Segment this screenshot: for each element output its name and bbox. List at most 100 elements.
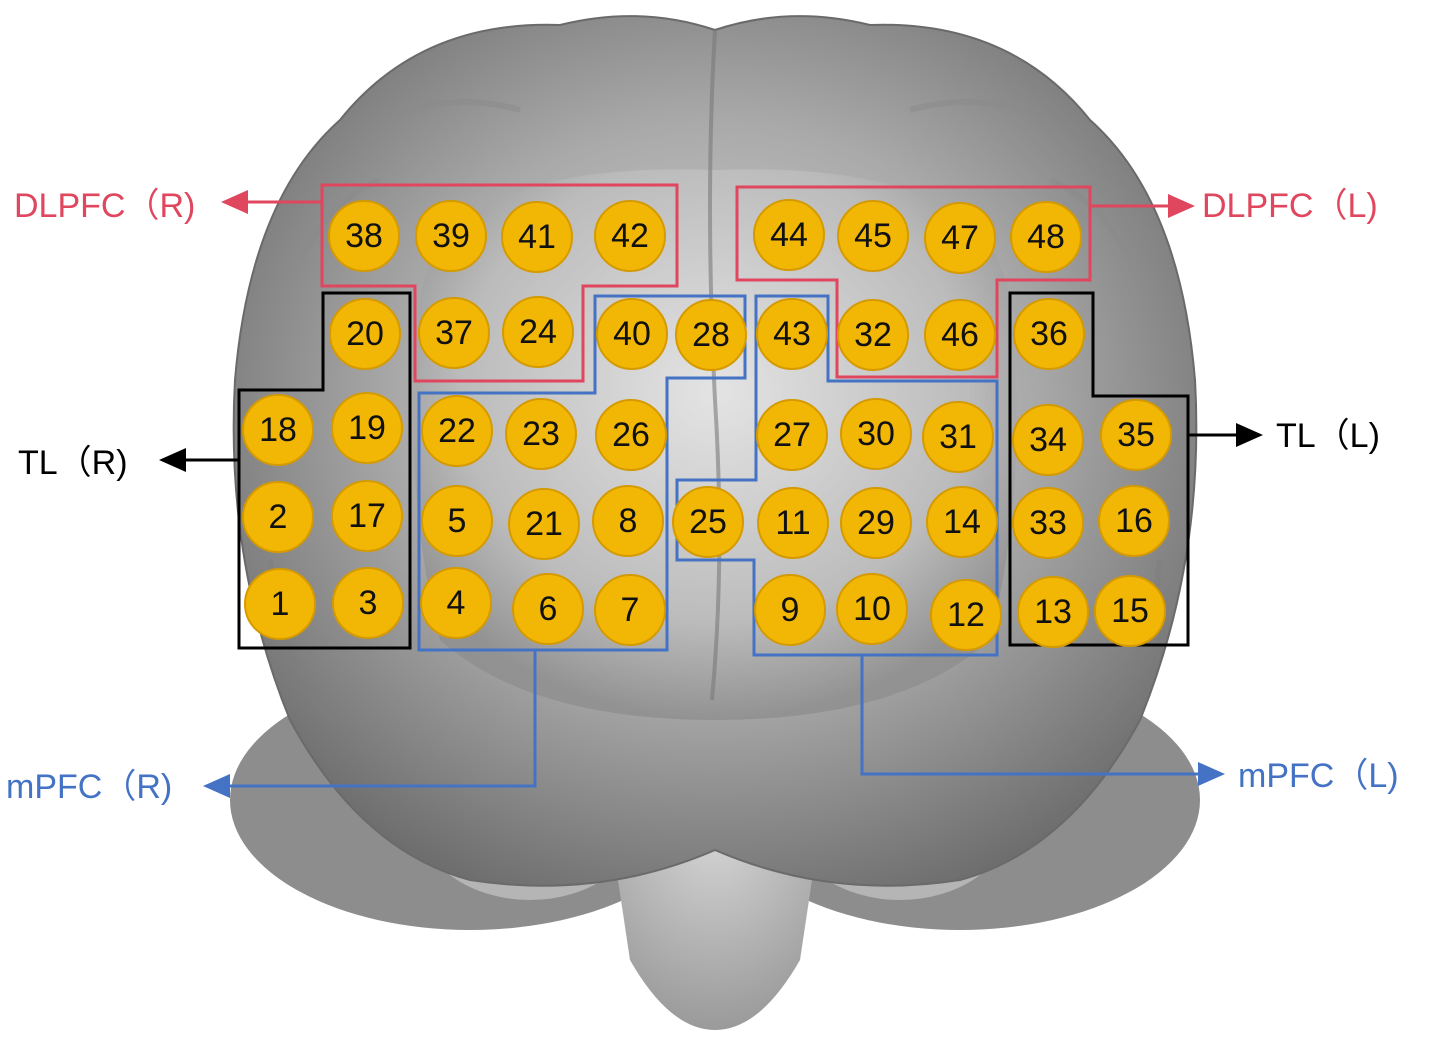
mpfc-l-label: mPFC（L) bbox=[1238, 757, 1399, 795]
channel-number: 32 bbox=[854, 316, 892, 354]
channel-33: 33 bbox=[1012, 487, 1084, 559]
channel-marker bbox=[675, 299, 747, 371]
channel-number: 30 bbox=[857, 415, 895, 453]
channel-marker bbox=[242, 394, 314, 466]
channel-number: 31 bbox=[939, 418, 977, 456]
mpfc-l-outline bbox=[675, 294, 999, 657]
channel-10: 10 bbox=[836, 573, 908, 645]
channel-number: 9 bbox=[781, 591, 800, 629]
channel-number: 20 bbox=[346, 315, 384, 353]
channel-number: 16 bbox=[1115, 502, 1153, 540]
channel-marker bbox=[840, 398, 912, 470]
channel-3: 3 bbox=[332, 567, 404, 639]
channel-marker bbox=[512, 573, 584, 645]
channel-25: 25 bbox=[672, 486, 744, 558]
channel-number: 43 bbox=[773, 315, 811, 353]
channel-marker bbox=[1012, 487, 1084, 559]
channel-15: 15 bbox=[1094, 575, 1166, 647]
channel-marker bbox=[421, 395, 493, 467]
channel-36: 36 bbox=[1013, 298, 1085, 370]
channel-marker bbox=[331, 392, 403, 464]
channel-45: 45 bbox=[837, 200, 909, 272]
channel-23: 23 bbox=[505, 398, 577, 470]
channel-42: 42 bbox=[594, 200, 666, 272]
channel-marker bbox=[1017, 576, 1089, 648]
channel-8: 8 bbox=[592, 485, 664, 557]
channel-marker bbox=[329, 298, 401, 370]
channel-number: 33 bbox=[1029, 504, 1067, 542]
channel-number: 44 bbox=[770, 216, 808, 254]
tl-l-outline bbox=[1008, 291, 1190, 647]
channel-17: 17 bbox=[331, 480, 403, 552]
channel-number: 41 bbox=[518, 218, 556, 256]
channel-46: 46 bbox=[924, 299, 996, 371]
channel-number: 28 bbox=[692, 316, 730, 354]
channel-number: 47 bbox=[941, 219, 979, 257]
channel-16: 16 bbox=[1098, 485, 1170, 557]
dlpfc-l-label: DLPFC（L) bbox=[1202, 187, 1378, 225]
channel-number: 2 bbox=[269, 498, 288, 536]
tl-r-label: TL（R) bbox=[18, 444, 128, 482]
channel-number: 1 bbox=[271, 585, 290, 623]
mpfc-l-arrow bbox=[860, 655, 1225, 786]
channel-marker bbox=[242, 481, 314, 553]
channel-number: 48 bbox=[1027, 218, 1065, 256]
mpfc-r-arrow bbox=[203, 650, 537, 798]
dlpfc-r-label: DLPFC（R) bbox=[14, 187, 195, 225]
channel-marker bbox=[332, 567, 404, 639]
channel-34: 34 bbox=[1012, 404, 1084, 476]
channel-number: 46 bbox=[941, 316, 979, 354]
channel-marker bbox=[595, 399, 667, 471]
channel-number: 11 bbox=[775, 504, 810, 542]
channel-number: 23 bbox=[522, 415, 560, 453]
channel-number: 42 bbox=[611, 217, 649, 255]
channel-32: 32 bbox=[837, 299, 909, 371]
channel-number: 27 bbox=[773, 416, 811, 454]
channel-marker bbox=[505, 398, 577, 470]
channel-30: 30 bbox=[840, 398, 912, 470]
channel-marker bbox=[508, 488, 580, 560]
channel-marker bbox=[756, 298, 828, 370]
channel-number: 45 bbox=[854, 217, 892, 255]
channel-5: 5 bbox=[421, 485, 493, 557]
channel-marker bbox=[418, 297, 490, 369]
channel-number: 6 bbox=[539, 590, 558, 628]
channel-7: 7 bbox=[594, 574, 666, 646]
channel-number: 24 bbox=[519, 313, 557, 351]
channel-number: 8 bbox=[619, 502, 638, 540]
channel-marker bbox=[331, 480, 403, 552]
tl-l-label: TL（L) bbox=[1276, 417, 1380, 455]
channel-marker bbox=[837, 299, 909, 371]
channel-9: 9 bbox=[754, 574, 826, 646]
channel-14: 14 bbox=[926, 486, 998, 558]
channel-number: 34 bbox=[1029, 421, 1067, 459]
channel-39: 39 bbox=[415, 200, 487, 272]
channel-marker bbox=[757, 487, 829, 559]
channel-marker bbox=[922, 401, 994, 473]
channel-37: 37 bbox=[418, 297, 490, 369]
channel-marker bbox=[924, 202, 996, 274]
channel-43: 43 bbox=[756, 298, 828, 370]
channel-2: 2 bbox=[242, 481, 314, 553]
channel-marker bbox=[501, 201, 573, 273]
channel-6: 6 bbox=[512, 573, 584, 645]
channel-number: 3 bbox=[359, 584, 378, 622]
channel-marker bbox=[753, 199, 825, 271]
channel-marker bbox=[756, 399, 828, 471]
channel-number: 21 bbox=[525, 505, 563, 543]
channel-38: 38 bbox=[328, 200, 400, 272]
channel-22: 22 bbox=[421, 395, 493, 467]
channel-1: 1 bbox=[244, 568, 316, 640]
channel-13: 13 bbox=[1017, 576, 1089, 648]
channel-marker bbox=[926, 486, 998, 558]
channel-marker bbox=[1098, 485, 1170, 557]
channel-11: 11 bbox=[757, 487, 829, 559]
channel-4: 4 bbox=[420, 567, 492, 639]
tl-r-outline bbox=[237, 291, 412, 650]
channel-41: 41 bbox=[501, 201, 573, 273]
channel-number: 19 bbox=[348, 409, 386, 447]
channel-31: 31 bbox=[922, 401, 994, 473]
channel-number: 38 bbox=[345, 217, 383, 255]
channel-marker bbox=[592, 485, 664, 557]
